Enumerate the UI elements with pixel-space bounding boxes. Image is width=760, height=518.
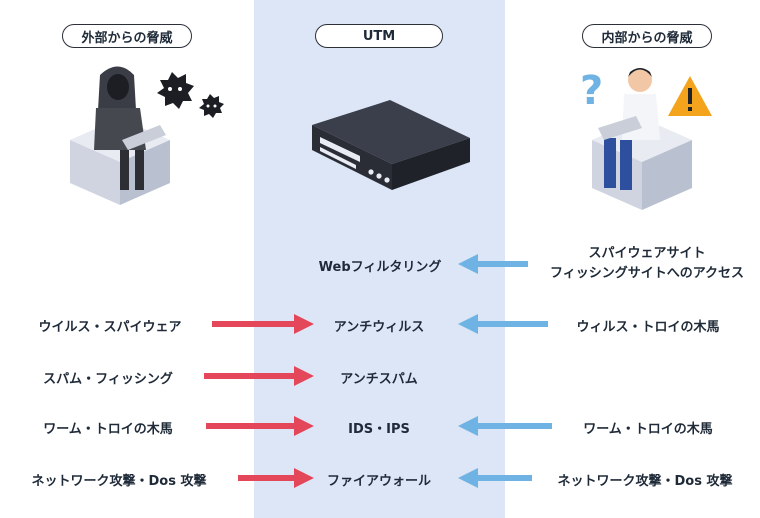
svg-text:?: ? — [580, 68, 603, 114]
internal-arrow — [458, 468, 532, 488]
question-mark-icon: ? — [580, 68, 603, 114]
internal-threat-line: スパイウェアサイト — [588, 246, 706, 261]
external-threat-label: スパム・フィッシング — [43, 372, 173, 387]
external-arrow — [238, 468, 314, 488]
external-arrow — [212, 314, 314, 334]
virus-icon — [157, 72, 224, 118]
internal-threat-label: ワーム・トロイの木馬 — [583, 422, 713, 437]
utm-header: UTM — [315, 24, 443, 48]
internal-threat-header: 内部からの脅威 — [582, 24, 712, 48]
external-arrow — [206, 416, 314, 436]
user-icon — [592, 68, 692, 210]
internal-arrow — [458, 254, 528, 274]
external-arrow — [204, 366, 314, 386]
warning-icon — [668, 76, 712, 116]
internal-threat-label: ネットワーク攻撃・Dos 攻撃 — [557, 474, 733, 489]
external-threat-label: ネットワーク攻撃・Dos 攻撃 — [31, 474, 207, 489]
utm-feature-label: アンチウィルス — [333, 320, 425, 335]
utm-feature-label: アンチスパム — [340, 372, 418, 387]
internal-threat-line: フィッシングサイトへのアクセス — [549, 266, 745, 281]
external-threat-header: 外部からの脅威 — [62, 24, 192, 48]
external-threat-label: ウイルス・スパイウェア — [38, 320, 182, 335]
utm-feature-label: ファイアウォール — [326, 474, 431, 489]
internal-arrow — [458, 416, 552, 436]
utm-feature-label: IDS・IPS — [348, 422, 410, 437]
internal-arrow — [458, 314, 548, 334]
internal-threat-label: スパイウェアサイト フィッシングサイトへのアクセス — [534, 244, 760, 284]
utm-feature-label: Webフィルタリング — [318, 260, 442, 275]
external-threat-label: ワーム・トロイの木馬 — [43, 422, 173, 437]
internal-threat-label: ウィルス・トロイの木馬 — [576, 320, 720, 335]
hacker-icon — [70, 66, 170, 205]
utm-appliance-icon — [312, 100, 470, 190]
